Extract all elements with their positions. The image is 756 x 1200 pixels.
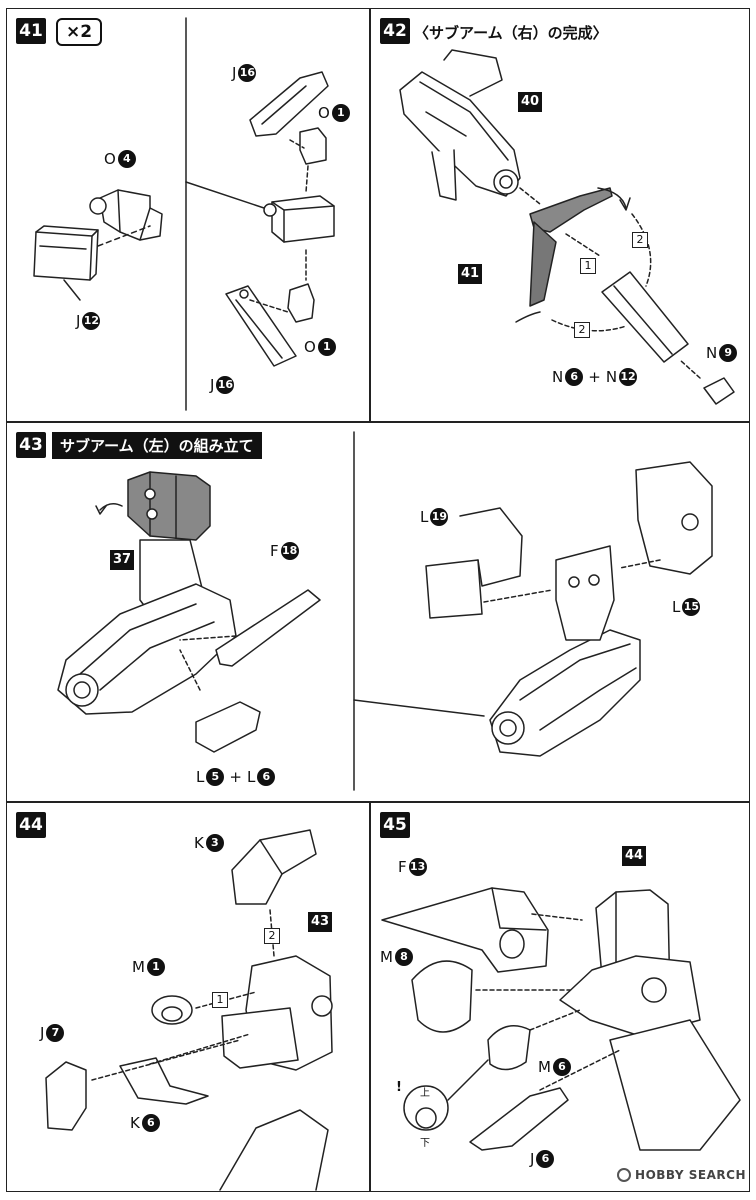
sequence-2-lower: 2	[574, 322, 590, 338]
label-j6: J 6	[530, 1150, 555, 1168]
part-letter: J	[232, 64, 237, 82]
part-letter: O	[318, 104, 330, 122]
part-number: 7	[46, 1024, 65, 1042]
label-m6: M 6	[538, 1058, 571, 1076]
part-number: 18	[280, 542, 299, 560]
label-k3: K 3	[194, 834, 224, 852]
multiplier-badge: ×2	[56, 18, 103, 46]
part-letter: L	[672, 598, 681, 616]
part-letter: M	[538, 1058, 551, 1076]
label-l15: L 15	[672, 598, 701, 616]
sequence-2: 2	[264, 928, 280, 944]
label-n9: N 9	[706, 344, 738, 362]
hobby-search-logo-icon	[617, 1168, 632, 1182]
part-letter: N	[552, 368, 564, 386]
part-number: 6	[565, 368, 584, 386]
orientation-bottom-label: 下	[420, 1138, 430, 1149]
part-letter: N	[605, 368, 618, 386]
label-l5-l6: L 5 + L 6	[196, 768, 276, 786]
label-f18: F 18	[270, 542, 299, 560]
label-m8: M 8	[380, 948, 413, 966]
part-number: 4	[117, 150, 136, 168]
part-number: 13	[408, 858, 427, 876]
part-number: 16	[216, 376, 235, 394]
part-number: 5	[206, 768, 225, 786]
part-number: 1	[317, 338, 336, 356]
part-letter: F	[398, 858, 407, 876]
label-j12: J 12	[76, 312, 101, 330]
orientation-top-label: 上	[420, 1088, 430, 1099]
step-42-title: 〈サブアーム（右）の完成〉	[414, 24, 608, 42]
part-letter: J	[76, 312, 81, 330]
part-letter: J	[40, 1024, 45, 1042]
step-44-number: 44	[16, 812, 46, 838]
sequence-1: 1	[212, 992, 228, 1008]
part-number: 12	[82, 312, 101, 330]
part-letter: M	[380, 948, 393, 966]
step-43-number: 43	[16, 432, 46, 458]
part-letter: J	[530, 1150, 535, 1168]
part-letter: O	[104, 150, 116, 168]
label-j16-bottom: J 16	[210, 376, 235, 394]
part-number: 6	[552, 1058, 571, 1076]
step-43-title: サブアーム（左）の組み立て	[52, 432, 262, 459]
part-letter: K	[130, 1114, 140, 1132]
part-number: 1	[146, 958, 165, 976]
label-m1: M 1	[132, 958, 165, 976]
sequence-2-upper: 2	[632, 232, 648, 248]
part-number: 15	[682, 598, 701, 616]
ref-step-40: 40	[518, 92, 542, 112]
label-j7: J 7	[40, 1024, 65, 1042]
part-number: 6	[141, 1114, 160, 1132]
label-j16-top: J 16	[232, 64, 257, 82]
ref-step-44: 44	[622, 846, 646, 866]
part-letter: O	[304, 338, 316, 356]
ref-step-43: 43	[308, 912, 332, 932]
part-letter: L	[420, 508, 429, 526]
part-letter: J	[210, 376, 215, 394]
plus-sign: +	[229, 768, 242, 786]
part-number: 1	[331, 104, 350, 122]
caution-mark: !	[396, 1080, 402, 1095]
plus-sign: +	[588, 368, 601, 386]
part-letter: F	[270, 542, 279, 560]
part-number: 8	[394, 948, 413, 966]
part-number: 19	[430, 508, 449, 526]
label-f13: F 13	[398, 858, 427, 876]
part-number: 6	[257, 768, 276, 786]
sequence-1: 1	[580, 258, 596, 274]
part-letter: M	[132, 958, 145, 976]
step-45-number: 45	[380, 812, 410, 838]
part-letter: L	[246, 768, 256, 786]
label-k6: K 6	[130, 1114, 160, 1132]
part-letter: K	[194, 834, 204, 852]
part-letter: N	[706, 344, 718, 362]
watermark-text: HOBBY SEARCH	[635, 1168, 746, 1182]
ref-step-37: 37	[110, 550, 134, 570]
ref-step-41: 41	[458, 264, 482, 284]
label-l19: L 19	[420, 508, 449, 526]
step-42-number: 42	[380, 18, 410, 44]
watermark: HOBBY SEARCH	[617, 1168, 746, 1182]
part-number: 16	[238, 64, 257, 82]
part-number: 3	[205, 834, 224, 852]
label-n6-n12: N 6 + N 12	[552, 368, 638, 386]
part-number: 6	[536, 1150, 555, 1168]
label-o1-top: O 1	[318, 104, 350, 122]
label-o4: O 4	[104, 150, 136, 168]
part-number: 12	[619, 368, 638, 386]
part-number: 9	[719, 344, 738, 362]
label-o1-bottom: O 1	[304, 338, 336, 356]
part-letter: L	[196, 768, 205, 786]
step-41-number: 41	[16, 18, 46, 44]
